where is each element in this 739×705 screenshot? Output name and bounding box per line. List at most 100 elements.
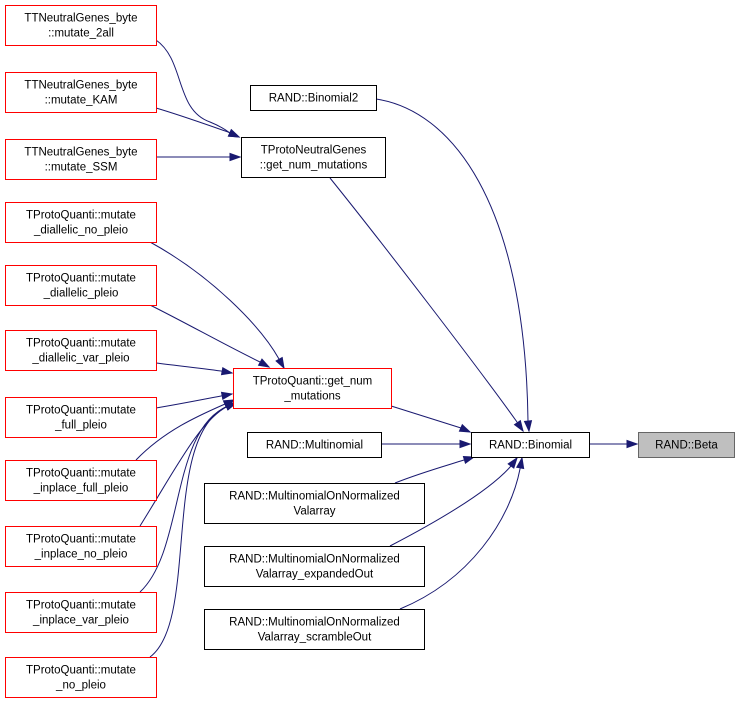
node-ttng-mutate-2all[interactable]: TTNeutralGenes_byte::mutate_2all (5, 5, 157, 46)
edge-line (135, 403, 226, 461)
node-box[interactable] (638, 432, 735, 458)
node-label-line: TProtoQuanti::mutate (26, 405, 136, 417)
edge-line (399, 468, 521, 610)
node-label-line: TTNeutralGenes_byte (24, 80, 137, 92)
node-label-line: TTNeutralGenes_byte (24, 147, 137, 159)
node-box[interactable] (5, 657, 157, 698)
node-label-line: _no_pleio (55, 680, 106, 692)
node-tpq-get-num[interactable]: TProtoQuanti::get_num_mutations (233, 368, 392, 409)
edge-line (329, 177, 518, 423)
node-label-line: ::mutate_2all (48, 28, 114, 40)
node-box[interactable] (5, 72, 157, 113)
node-label-line: _diallelic_no_pleio (33, 225, 128, 237)
node-tpq-diallelic-pleio[interactable]: TProtoQuanti::mutate_diallelic_pleio (5, 265, 157, 306)
node-rand-mn-expanded[interactable]: RAND::MultinomialOnNormalizedValarray_ex… (204, 546, 425, 587)
nodes-layer: RAND::Beta RAND::Binomial RAND::Binomial2R… (5, 5, 735, 698)
node-ttng-mutate-ssm[interactable]: TTNeutralGenes_byte::mutate_SSM (5, 139, 157, 180)
edge-line (155, 39, 231, 134)
node-tpq-diallelic-var-pleio[interactable]: TProtoQuanti::mutate_diallelic_var_pleio (5, 330, 157, 371)
node-label-line: TTNeutralGenes_byte (24, 13, 137, 25)
node-label-line: RAND::Binomial (489, 440, 572, 452)
node-label-line: _mutations (283, 391, 341, 403)
node-rand-beta[interactable]: RAND::Beta (638, 432, 735, 458)
edge-rand_binomial2-to-rand_binomial (375, 98, 533, 433)
edge-rand_mn_valarray-to-rand_binomial (394, 455, 476, 484)
node-box[interactable] (204, 609, 425, 650)
edge-arrowhead (523, 420, 533, 433)
node-label-line: Valarray_scrambleOut (258, 632, 372, 644)
node-tpq-no-pleio[interactable]: TProtoQuanti::mutate_no_pleio (5, 657, 157, 698)
node-label-line: TProtoQuanti::mutate (26, 665, 136, 677)
node-rand-binomial[interactable]: RAND::Binomial (471, 432, 590, 458)
edge-line (155, 362, 222, 372)
node-rand-mn-scramble[interactable]: RAND::MultinomialOnNormalizedValarray_sc… (204, 609, 425, 650)
edge-arrowhead (220, 391, 234, 401)
node-tpng-get-num[interactable]: TProtoNeutralGenes::get_num_mutations (241, 137, 386, 178)
edge-arrowhead (462, 455, 476, 465)
edge-rand_binomial-to-rand_beta (590, 439, 639, 449)
node-box[interactable] (5, 139, 157, 180)
edge-arrowhead (626, 439, 639, 449)
node-tpq-full-pleio[interactable]: TProtoQuanti::mutate_full_pleio (5, 397, 157, 438)
edge-arrowhead (227, 128, 241, 138)
node-box[interactable] (471, 432, 590, 458)
node-label-line: ::get_num_mutations (260, 160, 368, 172)
node-tpq-inplace-var-pleio[interactable]: TProtoQuanti::mutate_inplace_var_pleio (5, 592, 157, 633)
node-box[interactable] (250, 85, 377, 111)
edge-arrowhead (507, 456, 518, 469)
node-box[interactable] (5, 330, 157, 371)
node-label-line: TProtoQuanti::mutate (26, 210, 136, 222)
edge-ttng_mutate_kam-to-tpng_get_num (155, 107, 241, 138)
node-box[interactable] (5, 202, 157, 243)
node-box[interactable] (5, 5, 157, 46)
edge-line (149, 241, 280, 360)
edge-line (139, 405, 229, 527)
edge-tpq_diallelic_var_pleio-to-tpq_get_num (155, 362, 234, 376)
node-box[interactable] (5, 397, 157, 438)
node-tpq-inplace-no-pleio[interactable]: TProtoQuanti::mutate_inplace_no_pleio (5, 526, 157, 567)
node-box[interactable] (5, 460, 157, 501)
node-label-line: _full_pleio (54, 420, 107, 432)
node-label-line: TProtoQuanti::get_num (253, 376, 373, 388)
edge-line (149, 405, 229, 658)
edge-tpq_get_num-to-rand_binomial (387, 404, 472, 433)
node-label-line: TProtoQuanti::mutate (26, 273, 136, 285)
node-box[interactable] (204, 483, 425, 524)
node-label-line: RAND::MultinomialOnNormalized (229, 554, 400, 566)
edge-arrowhead (220, 366, 234, 376)
node-label-line: TProtoQuanti::mutate (26, 534, 136, 546)
edge-rand_multinomial-to-rand_binomial (381, 439, 472, 449)
node-box[interactable] (5, 265, 157, 306)
node-box[interactable] (233, 368, 392, 409)
node-label-line: _diallelic_var_pleio (31, 353, 129, 365)
node-box[interactable] (204, 546, 425, 587)
edge-line (155, 395, 222, 409)
node-box[interactable] (5, 526, 157, 567)
node-tpq-diallelic-no-pleio[interactable]: TProtoQuanti::mutate_diallelic_no_pleio (5, 202, 157, 243)
edge-tpq_full_pleio-to-tpq_get_num (155, 391, 234, 409)
edge-line (375, 98, 529, 422)
node-rand-multinomial[interactable]: RAND::Multinomial (247, 432, 382, 458)
node-box[interactable] (241, 137, 386, 178)
node-label-line: RAND::Beta (655, 440, 718, 452)
edge-line (389, 465, 512, 547)
edge-line (149, 304, 261, 363)
node-rand-binomial2[interactable]: RAND::Binomial2 (250, 85, 377, 111)
edge-arrowhead (229, 152, 242, 162)
node-box[interactable] (247, 432, 382, 458)
node-label-line: _inplace_var_pleio (32, 615, 129, 627)
node-label-line: _diallelic_pleio (43, 288, 119, 300)
node-label-line: TProtoQuanti::mutate (26, 338, 136, 350)
edge-tpq_diallelic_no_pleio-to-tpq_get_num (149, 241, 285, 370)
node-box[interactable] (5, 592, 157, 633)
edge-arrowhead (515, 456, 525, 470)
edge-arrowhead (275, 356, 285, 370)
node-label-line: ::mutate_KAM (45, 95, 118, 107)
node-ttng-mutate-kam[interactable]: TTNeutralGenes_byte::mutate_KAM (5, 72, 157, 113)
node-label-line: Valarray (294, 506, 336, 518)
node-tpq-inplace-full-pleio[interactable]: TProtoQuanti::mutate_inplace_full_pleio (5, 460, 157, 501)
node-label-line: TProtoQuanti::mutate (26, 468, 136, 480)
edge-line (394, 459, 465, 484)
